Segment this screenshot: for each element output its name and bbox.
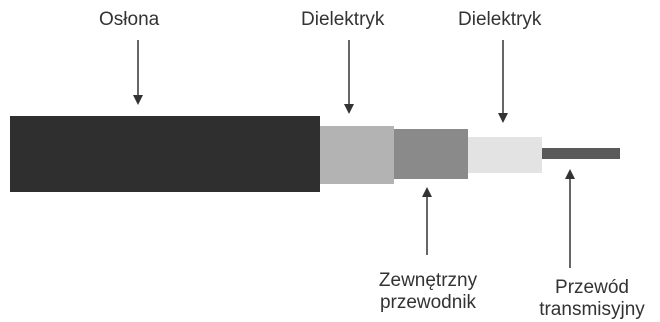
cable-center-conductor	[542, 148, 620, 159]
label-center-conductor-line1: Przewód	[555, 277, 629, 298]
cable-dielectric-outer	[320, 126, 394, 184]
cable-dielectric-inner	[468, 137, 542, 173]
cable-jacket	[10, 116, 320, 192]
label-center-conductor: Przewód transmisyjny	[530, 277, 654, 321]
label-outer-conductor: Zewnętrzny przewodnik	[372, 270, 484, 314]
label-outer-conductor-line2: przewodnik	[379, 292, 477, 313]
label-jacket: Osłona	[99, 9, 160, 30]
label-dielectric-2: Dielektryk	[458, 9, 542, 30]
label-dielectric-1: Dielektryk	[301, 9, 385, 30]
cable-outer-conductor	[394, 129, 468, 179]
label-center-conductor-line2: transmisyjny	[539, 299, 645, 320]
label-outer-conductor-line1: Zewnętrzny	[378, 270, 478, 291]
